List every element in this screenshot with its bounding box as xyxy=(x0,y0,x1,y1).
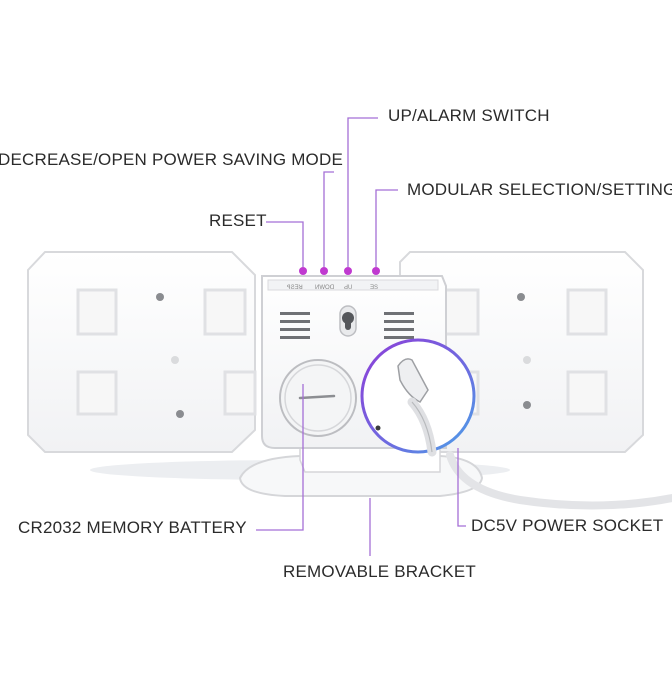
label-power-socket: DC5V POWER SOCKET xyxy=(471,516,664,535)
top-buttons xyxy=(299,267,380,275)
vent-slot xyxy=(384,336,414,339)
screw-icon xyxy=(523,401,531,409)
segment-window xyxy=(223,370,257,416)
callout-line-decrease xyxy=(323,171,334,267)
callout-line-up-alarm xyxy=(347,117,378,267)
mode-setting-button[interactable] xyxy=(372,267,380,275)
power-socket-zoom xyxy=(360,338,476,457)
segment-window xyxy=(76,370,118,416)
power-cable xyxy=(446,451,672,510)
label-up-alarm-switch: UP/ALARM SWITCH xyxy=(388,106,550,125)
vent-slot xyxy=(384,312,414,315)
segment-window xyxy=(566,288,608,336)
vent-slot xyxy=(280,328,310,331)
panel-mark: ꟼƧƎꓤ xyxy=(287,284,303,291)
callout-line-reset xyxy=(266,221,304,267)
vent-slot xyxy=(280,320,310,323)
panel-mark: ИWOᗡ xyxy=(315,285,335,291)
vent-slot xyxy=(280,312,310,315)
colon-dot xyxy=(523,356,531,364)
colon-dot xyxy=(171,356,179,364)
segment-window xyxy=(203,288,247,336)
segment-window xyxy=(566,370,608,416)
callout-line-power xyxy=(457,448,466,527)
vent-slot xyxy=(384,320,414,323)
battery-cover xyxy=(279,359,357,437)
label-modular-selection: MODULAR SELECTION/SETTING xyxy=(407,180,672,199)
back-panel: ꟼƧƎꓤ ИWOᗡ ԀU ƎS xyxy=(261,275,476,457)
vent-slot xyxy=(280,336,310,339)
callout-lines xyxy=(256,117,466,556)
label-removable-bracket: REMOVABLE BRACKET xyxy=(283,562,476,581)
reset-button[interactable] xyxy=(299,267,307,275)
callout-line-modular xyxy=(375,189,398,267)
segment-window xyxy=(76,288,118,336)
decrease-button[interactable] xyxy=(320,267,328,275)
panel-mark: ԀU xyxy=(344,285,352,291)
label-reset: RESET xyxy=(209,211,267,230)
label-decrease-power-saving: DECREASE/OPEN POWER SAVING MODE xyxy=(0,150,343,169)
screw-icon xyxy=(156,293,164,301)
vent-slot xyxy=(384,328,414,331)
panel-mark: ƎS xyxy=(370,285,378,291)
keyhole-icon xyxy=(339,305,357,337)
callout-line-battery xyxy=(256,384,304,531)
clock-left-block xyxy=(27,251,257,453)
up-alarm-button[interactable] xyxy=(344,267,352,275)
label-memory-battery: CR2032 MEMORY BATTERY xyxy=(18,518,247,537)
screw-icon xyxy=(176,410,184,418)
screw-icon xyxy=(517,293,525,301)
